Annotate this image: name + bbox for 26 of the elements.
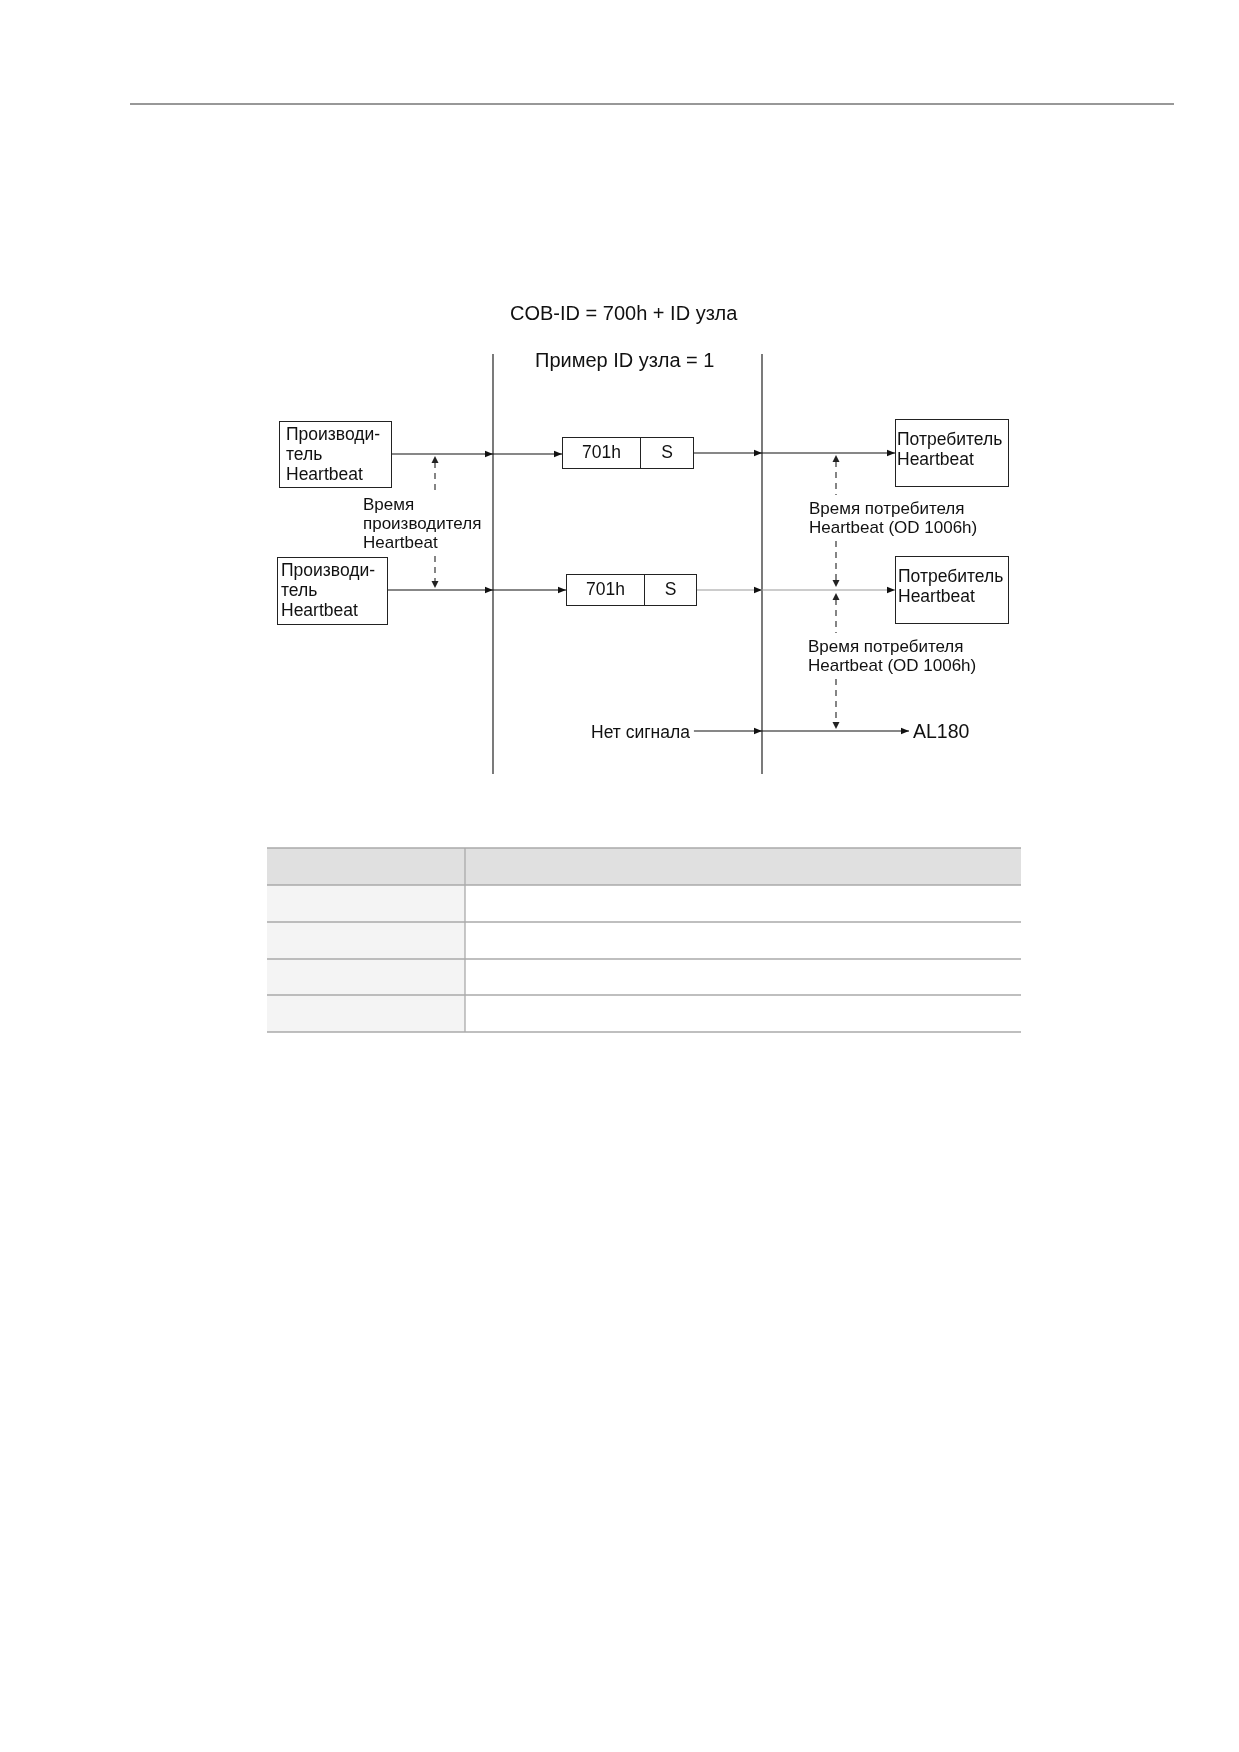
producer-box bbox=[279, 421, 392, 488]
producer-label: Производи- тель Heartbeat bbox=[286, 424, 382, 484]
time-label: Время потребителя Heartbeat (OD 1006h) bbox=[808, 637, 978, 675]
consumer-label: Потребитель Heartbeat bbox=[897, 429, 1004, 469]
arrow bbox=[391, 450, 563, 458]
consumer-label: Потребитель Heartbeat bbox=[898, 566, 1005, 606]
diagram-title: COB-ID = 700h + ID узла bbox=[510, 301, 738, 325]
producer-box bbox=[277, 557, 388, 625]
message-frame bbox=[562, 437, 694, 469]
message-frame bbox=[566, 574, 697, 606]
arrow bbox=[693, 727, 910, 735]
producer-label: Производи- тель Heartbeat bbox=[281, 560, 377, 620]
arrow bbox=[696, 586, 896, 594]
arrow bbox=[693, 449, 896, 457]
arrow bbox=[387, 586, 567, 594]
consumer-box bbox=[895, 419, 1009, 487]
id-value: 701h bbox=[581, 441, 622, 464]
time-label: Время потребителя Heartbeat (OD 1006h) bbox=[809, 499, 979, 537]
consumer-box bbox=[895, 556, 1009, 624]
time-label: Время производителя Heartbeat bbox=[363, 495, 483, 552]
alarm-code-text: AL180 bbox=[913, 719, 970, 743]
subtitle-text: Пример ID узла = 1 bbox=[535, 348, 715, 372]
state-value: S bbox=[644, 575, 696, 605]
state-value: S bbox=[640, 438, 693, 468]
status-text: Нет сигнала bbox=[591, 720, 690, 744]
id-value: 701h bbox=[585, 578, 626, 601]
